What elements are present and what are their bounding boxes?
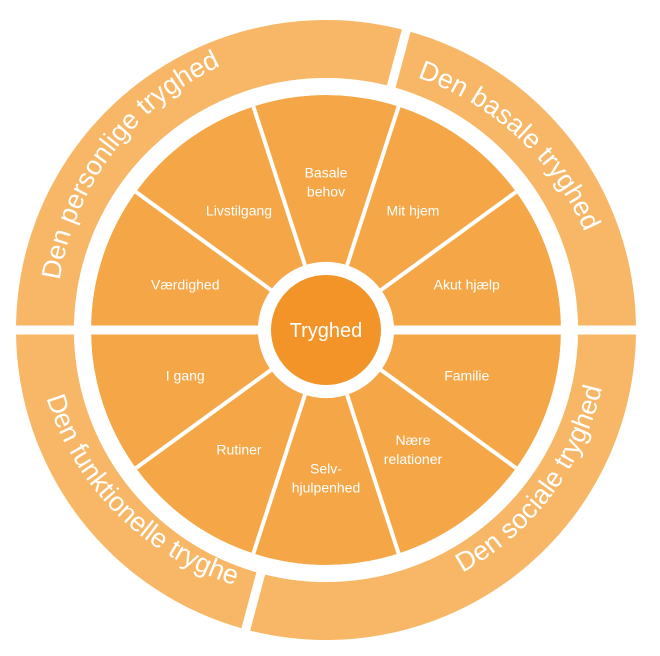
segment-label-line: Rutiner: [216, 442, 261, 458]
quadrant-ring: [16, 20, 636, 640]
segment-label: Rutiner: [216, 442, 261, 458]
segment-label-line: Livstilgang: [206, 202, 272, 218]
segment-divider: [251, 105, 307, 266]
segment-divider: [345, 394, 401, 555]
segment-7: [135, 369, 305, 554]
segment-2: [347, 106, 517, 291]
segment-divider: [379, 368, 518, 470]
segment-label: Akut hjælp: [434, 276, 500, 292]
segment-label-line: I gang: [166, 368, 205, 384]
center-hub-inner: [271, 275, 381, 385]
segment-label: Nære relationer: [384, 432, 443, 467]
segment-label-line: Mit hjem: [387, 202, 440, 218]
segment-divider: [345, 105, 401, 266]
quadrant-band-personlige: [16, 20, 407, 331]
segment-3: [381, 191, 561, 330]
center-hub: Tryghed: [258, 262, 394, 398]
segment-label: Familie: [444, 368, 489, 384]
center-label: Tryghed: [290, 320, 363, 342]
quadrant-band-funktionelle: [16, 330, 261, 630]
segment-label-line: Akut hjælp: [434, 276, 500, 292]
segment-label-line: Basale: [305, 165, 348, 181]
quadrant-band-sociale: [245, 330, 636, 640]
segment-label: Værdighed: [151, 276, 220, 292]
segment-label: I gang: [166, 368, 205, 384]
segment-9: [91, 191, 271, 330]
quadrant-band-basale: [391, 30, 636, 331]
segment-divider: [379, 190, 518, 292]
segment-6: [253, 394, 399, 565]
segment-divider: [134, 190, 273, 292]
segment-label-line: Værdighed: [151, 276, 220, 292]
segment-label: Selv-hjulpenhed: [292, 461, 361, 496]
segment-label: Livstilgang: [206, 202, 272, 218]
segment-label-line: behov: [307, 184, 345, 200]
segment-label: Basale behov: [305, 165, 348, 200]
segment-divider: [134, 368, 273, 470]
segment-label: Mit hjem: [387, 202, 440, 218]
segment-8: [91, 330, 271, 469]
segment-5: [347, 369, 517, 554]
segment-1: [253, 95, 399, 266]
segment-label-line: Familie: [444, 368, 489, 384]
ring-separators: [12, 23, 640, 637]
quadrant-divider: [239, 562, 268, 637]
segment-ring: [91, 95, 561, 565]
segment-10: [135, 106, 305, 291]
segment-label-line: Nære: [395, 432, 430, 448]
segment-label-line: hjulpenhed: [292, 480, 361, 496]
quadrant-divider: [384, 23, 413, 98]
segment-divider: [251, 394, 307, 555]
segment-4: [381, 330, 561, 469]
segment-label-line: Selv-: [310, 461, 342, 477]
segment-label-line: relationer: [384, 451, 443, 467]
